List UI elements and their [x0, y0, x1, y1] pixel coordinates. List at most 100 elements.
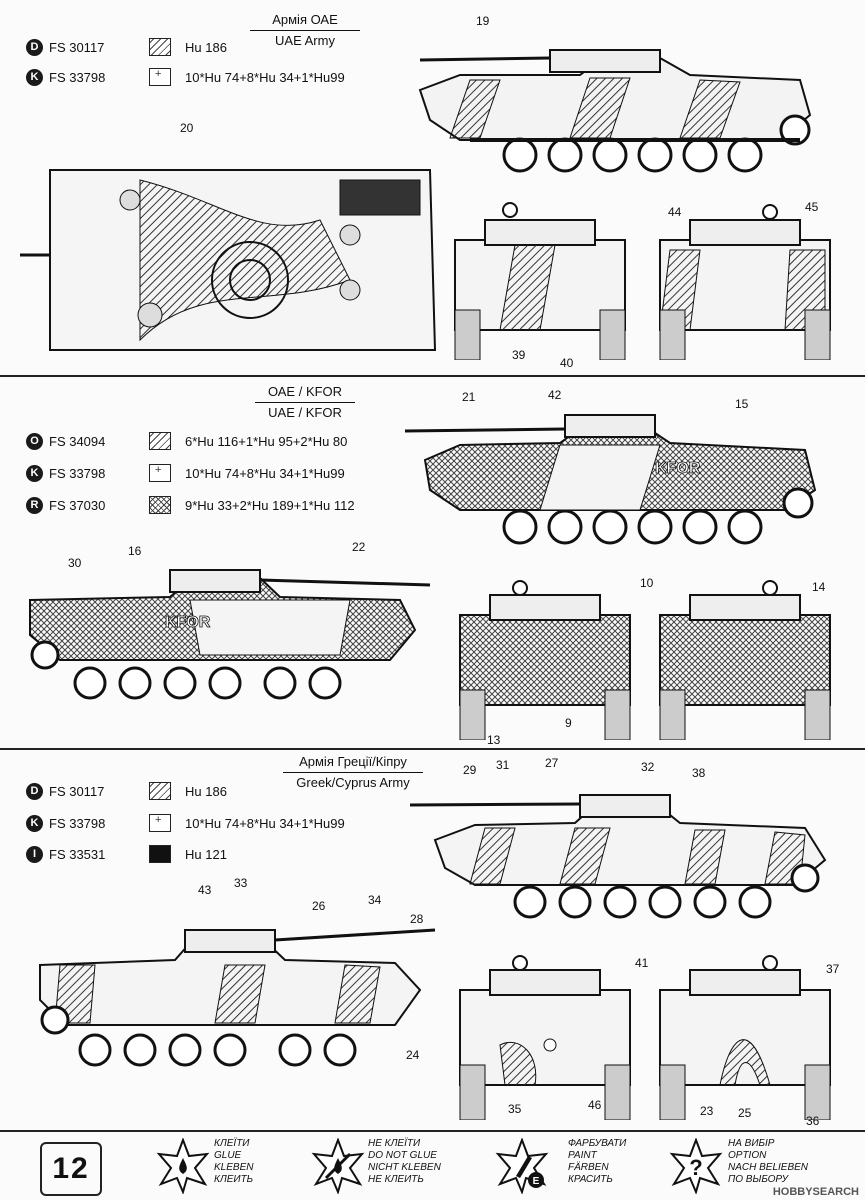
- paint-badge: K: [26, 68, 43, 86]
- callout-number: 42: [548, 388, 562, 402]
- callout-number: 20: [180, 121, 194, 135]
- section-2-title: ОАЕ / KFOR UAE / KFOR: [255, 384, 355, 421]
- option-question-icon: ?: [669, 1138, 723, 1194]
- hull-marking: KFOR: [165, 614, 211, 631]
- no-glue-icon: [311, 1138, 365, 1194]
- callout-number: 22: [352, 540, 366, 554]
- pattern-swatch: [149, 68, 171, 86]
- callout-number: 13: [487, 733, 501, 747]
- callout-number: 27: [545, 756, 559, 770]
- section-1-title: Армія ОАЕ UAE Army: [250, 12, 360, 49]
- mix-formula: 9*Hu 33+2*Hu 189+1*Hu 112: [185, 497, 355, 513]
- vehicle-side-view: KFOR: [404, 414, 817, 545]
- mix-formula: 10*Hu 74+8*Hu 34+1*Hu99: [185, 815, 345, 831]
- callout-number: 29: [463, 763, 477, 777]
- callout-number: 45: [805, 200, 819, 214]
- callout-number: 30: [68, 556, 82, 570]
- paint-badge: K: [26, 814, 43, 832]
- callout-number: 24: [406, 1048, 420, 1062]
- pattern-swatch: [149, 845, 171, 863]
- paint-badge: I: [26, 845, 43, 863]
- callout-number: 37: [826, 962, 840, 976]
- section-3-title: Армія Греції/Кіпру Greek/Cyprus Army: [283, 754, 423, 791]
- paint-badge: D: [26, 782, 43, 800]
- pattern-swatch: [149, 432, 171, 450]
- legend-row: K FS 33798 10*Hu 74+8*Hu 34+1*Hu99: [26, 462, 345, 484]
- mix-formula: 6*Hu 116+1*Hu 95+2*Hu 80: [185, 433, 348, 449]
- legend-row: D FS 30117 Hu 186: [26, 36, 227, 58]
- vehicle-front-view: [459, 955, 631, 1120]
- callout-number: 34: [368, 893, 382, 907]
- callout-number: 9: [565, 716, 572, 730]
- fs-code: FS 34094: [49, 433, 106, 449]
- callout-number: 43: [198, 883, 212, 897]
- vehicle-side-view-left: KFOR: [29, 569, 431, 700]
- callout-number: 23: [700, 1104, 714, 1118]
- legend-row: K FS 33798 10*Hu 74+8*Hu 34+1*Hu99: [26, 812, 345, 834]
- section-divider: [0, 748, 865, 750]
- fs-code: FS 37030: [49, 497, 106, 513]
- callout-number: 10: [640, 576, 654, 590]
- callout-number: 41: [635, 956, 649, 970]
- fs-code: FS 30117: [49, 39, 105, 55]
- pattern-swatch: [149, 38, 171, 56]
- callout-number: 21: [462, 390, 476, 404]
- vehicle-side-view-left: [39, 928, 436, 1067]
- paint-badge: O: [26, 432, 43, 450]
- callout-number: 16: [128, 544, 142, 558]
- legend-row: O FS 34094 6*Hu 116+1*Hu 95+2*Hu 80: [26, 430, 347, 452]
- fs-code: FS 33798: [49, 69, 106, 85]
- svg-text:E: E: [533, 1176, 540, 1187]
- paint-badge: D: [26, 38, 43, 56]
- callout-number: 44: [668, 205, 682, 219]
- callout-number: 40: [560, 356, 574, 370]
- callout-number: 25: [738, 1106, 752, 1120]
- mix-formula: Hu 186: [185, 39, 227, 55]
- callout-number: 28: [410, 912, 424, 926]
- legend-row: R FS 37030 9*Hu 33+2*Hu 189+1*Hu 112: [26, 494, 355, 516]
- callout-number: 31: [496, 758, 510, 772]
- mix-formula: Hu 186: [185, 783, 227, 799]
- callout-number: 39: [512, 348, 526, 362]
- glue-drop-icon: [156, 1138, 210, 1194]
- callout-number: 14: [812, 580, 826, 594]
- callout-number: 46: [588, 1098, 602, 1112]
- mix-formula: 10*Hu 74+8*Hu 34+1*Hu99: [185, 69, 345, 85]
- fs-code: FS 33798: [49, 815, 106, 831]
- paint-badge: K: [26, 464, 43, 482]
- watermark: HOBBYSEARCH: [772, 1186, 859, 1198]
- vehicle-top-view: [20, 169, 437, 351]
- callout-number: 26: [312, 899, 326, 913]
- legend-row: D FS 30117 Hu 186: [26, 780, 227, 802]
- callout-number: 19: [476, 14, 490, 28]
- vehicle-rear-view: [659, 580, 831, 740]
- pattern-swatch: [149, 782, 171, 800]
- callout-number: 33: [234, 876, 248, 890]
- vehicle-side-view: [409, 794, 827, 919]
- hull-marking: KFOR: [655, 460, 701, 477]
- callout-number: 36: [806, 1114, 820, 1128]
- callout-number: 15: [735, 397, 749, 411]
- paint-badge: R: [26, 496, 43, 514]
- legend-row: I FS 33531 Hu 121: [26, 843, 227, 865]
- vehicle-front-view: [459, 580, 631, 740]
- svg-text:?: ?: [689, 1155, 702, 1180]
- mix-formula: Hu 121: [185, 846, 227, 862]
- vehicle-side-view: [418, 49, 812, 173]
- paint-brush-icon: E: [495, 1138, 549, 1194]
- callout-number: 35: [508, 1102, 522, 1116]
- callout-number: 38: [692, 766, 706, 780]
- fs-code: FS 33531: [49, 846, 106, 862]
- page-number: 12: [40, 1142, 102, 1196]
- section-divider: [0, 375, 865, 377]
- vehicle-rear-view: [659, 204, 831, 360]
- fs-code: FS 30117: [49, 783, 105, 799]
- vehicle-rear-view: [659, 955, 831, 1120]
- pattern-swatch: [149, 496, 171, 514]
- callout-number: 32: [641, 760, 655, 774]
